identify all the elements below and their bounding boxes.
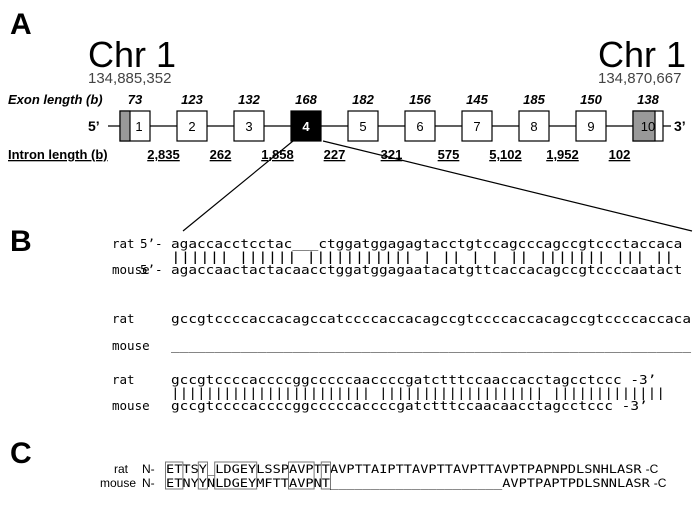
conserved-box — [320, 461, 331, 490]
exon-length-3: 132 — [238, 92, 260, 107]
align-rat-seq: gccgtccccaccccggcccccaaccccgatctttccaacc… — [171, 372, 656, 387]
exon-box-8 — [518, 110, 550, 142]
intron-length-1: 2,835 — [147, 147, 180, 162]
align-rat-prefix: 5’- — [140, 236, 163, 251]
intron-length-7: 5,102 — [489, 147, 522, 162]
intron-length-5: 321 — [381, 147, 403, 162]
align-mouse-seq: ________________________________________… — [171, 338, 692, 353]
exon-number-3: 3 — [245, 119, 252, 134]
zoom-line-left — [182, 140, 294, 232]
align-rat-seq: gccgtccccaccacagccatccccaccacagccgtcccca… — [171, 311, 691, 326]
exon-number-6: 6 — [416, 119, 423, 134]
conserved-box — [214, 461, 258, 490]
exon-number-10: 10 — [641, 119, 655, 134]
intron-length-2: 262 — [210, 147, 232, 162]
exon-box-3 — [233, 110, 265, 142]
intron-length-9: 102 — [609, 147, 631, 162]
intron-length-8: 1,952 — [546, 147, 579, 162]
exon-box-4 — [290, 110, 322, 142]
exon-box-5 — [347, 110, 379, 142]
protein-mouse-c: -C — [654, 476, 667, 490]
zoom-line-right — [322, 140, 693, 232]
exon-length-label: Exon length (b) — [8, 92, 103, 107]
five-prime-label: 5’ — [88, 118, 100, 134]
exon-length-9: 150 — [580, 92, 602, 107]
chr-left-name: Chr 1 — [88, 34, 176, 75]
conserved-box — [288, 461, 315, 490]
exon-number-8: 8 — [530, 119, 537, 134]
protein-mouse-n: N- — [142, 476, 155, 490]
exon-length-10: 138 — [637, 92, 659, 107]
exon-utr-shade-10 — [632, 110, 656, 142]
protein-mouse-seq: ETNYYNLDGEYMFTTAVPNT____________________… — [166, 476, 650, 490]
align-rat-seq: agaccacctcctac___ctggatggagagtacctgtccag… — [171, 236, 682, 251]
chr-right-name: Chr 1 — [598, 34, 686, 75]
protein-rat-c: -C — [646, 462, 659, 476]
align-mouse-prefix: 5’- — [140, 262, 163, 277]
exon-number-7: 7 — [473, 119, 480, 134]
chr-right-coord: 134,870,667 — [598, 70, 681, 87]
protein-rat-label: rat — [114, 462, 129, 476]
intron-length-label: Intron length (b) — [8, 147, 108, 162]
align-match-line: ||||||||||||||||||||||| ||||||||||||||||… — [171, 385, 665, 400]
protein-mouse-label: mouse — [100, 476, 136, 490]
exon-number-9: 9 — [587, 119, 594, 134]
align-mouse-label: mouse — [112, 262, 150, 277]
align-rat-label: rat — [112, 311, 135, 326]
protein-rat-seq: ETTSY_LDGEYLSSPAVPTTAVPTTAIPTTAVPTTAVPTT… — [166, 462, 642, 476]
exon-length-1: 73 — [128, 92, 143, 107]
exon-number-4: 4 — [302, 119, 310, 134]
align-mouse-label: mouse — [112, 398, 150, 413]
exon-length-4: 168 — [295, 92, 317, 107]
conserved-box — [197, 461, 209, 490]
exon-length-8: 185 — [523, 92, 545, 107]
align-match-line: |||||| |||||| ||||||||||| | || | | || ||… — [171, 249, 674, 264]
exon-box-2 — [176, 110, 208, 142]
intron-length-4: 227 — [324, 147, 346, 162]
exon-number-2: 2 — [188, 119, 195, 134]
align-rat-label: rat — [112, 236, 135, 251]
align-rat-label: rat — [112, 372, 135, 387]
chr-left-coord: 134,885,352 — [88, 70, 171, 87]
three-prime-label: 3’ — [674, 118, 686, 134]
exon-box-9 — [575, 110, 607, 142]
exon-length-5: 182 — [352, 92, 374, 107]
exon-length-2: 123 — [181, 92, 203, 107]
exon-box-6 — [404, 110, 436, 142]
panel-label-c: C — [10, 437, 32, 470]
exon-length-6: 156 — [409, 92, 431, 107]
conserved-box — [165, 461, 184, 490]
panel-label-b: B — [10, 225, 32, 258]
panel-label-a: A — [10, 8, 32, 41]
intron-length-3: 1,858 — [261, 147, 294, 162]
nucleotide-alignment: rat 5’- agaccacctcctac___ctggatggagagtacct… — [112, 236, 692, 413]
align-mouse-label: mouse — [112, 338, 150, 353]
gene-structure: 5’ 3’ 1 73 2 123 3 132 4 168 5 182 6 156 7 145 8 185 9 150 1… — [88, 92, 686, 162]
intron-length-6: 575 — [438, 147, 460, 162]
exon-box-7 — [461, 110, 493, 142]
exon-number-5: 5 — [359, 119, 366, 134]
exon-length-7: 145 — [466, 92, 488, 107]
align-mouse-seq: agaccaactactacaacctggatggagaatacatgttcac… — [171, 262, 682, 277]
align-mouse-seq: gccgtccccaccccggcccccaccccgatctttccaacaa… — [171, 398, 648, 413]
exon-number-1: 1 — [135, 119, 142, 134]
protein-rat-n: N- — [142, 462, 155, 476]
exon-utr-shade-1 — [119, 110, 131, 142]
